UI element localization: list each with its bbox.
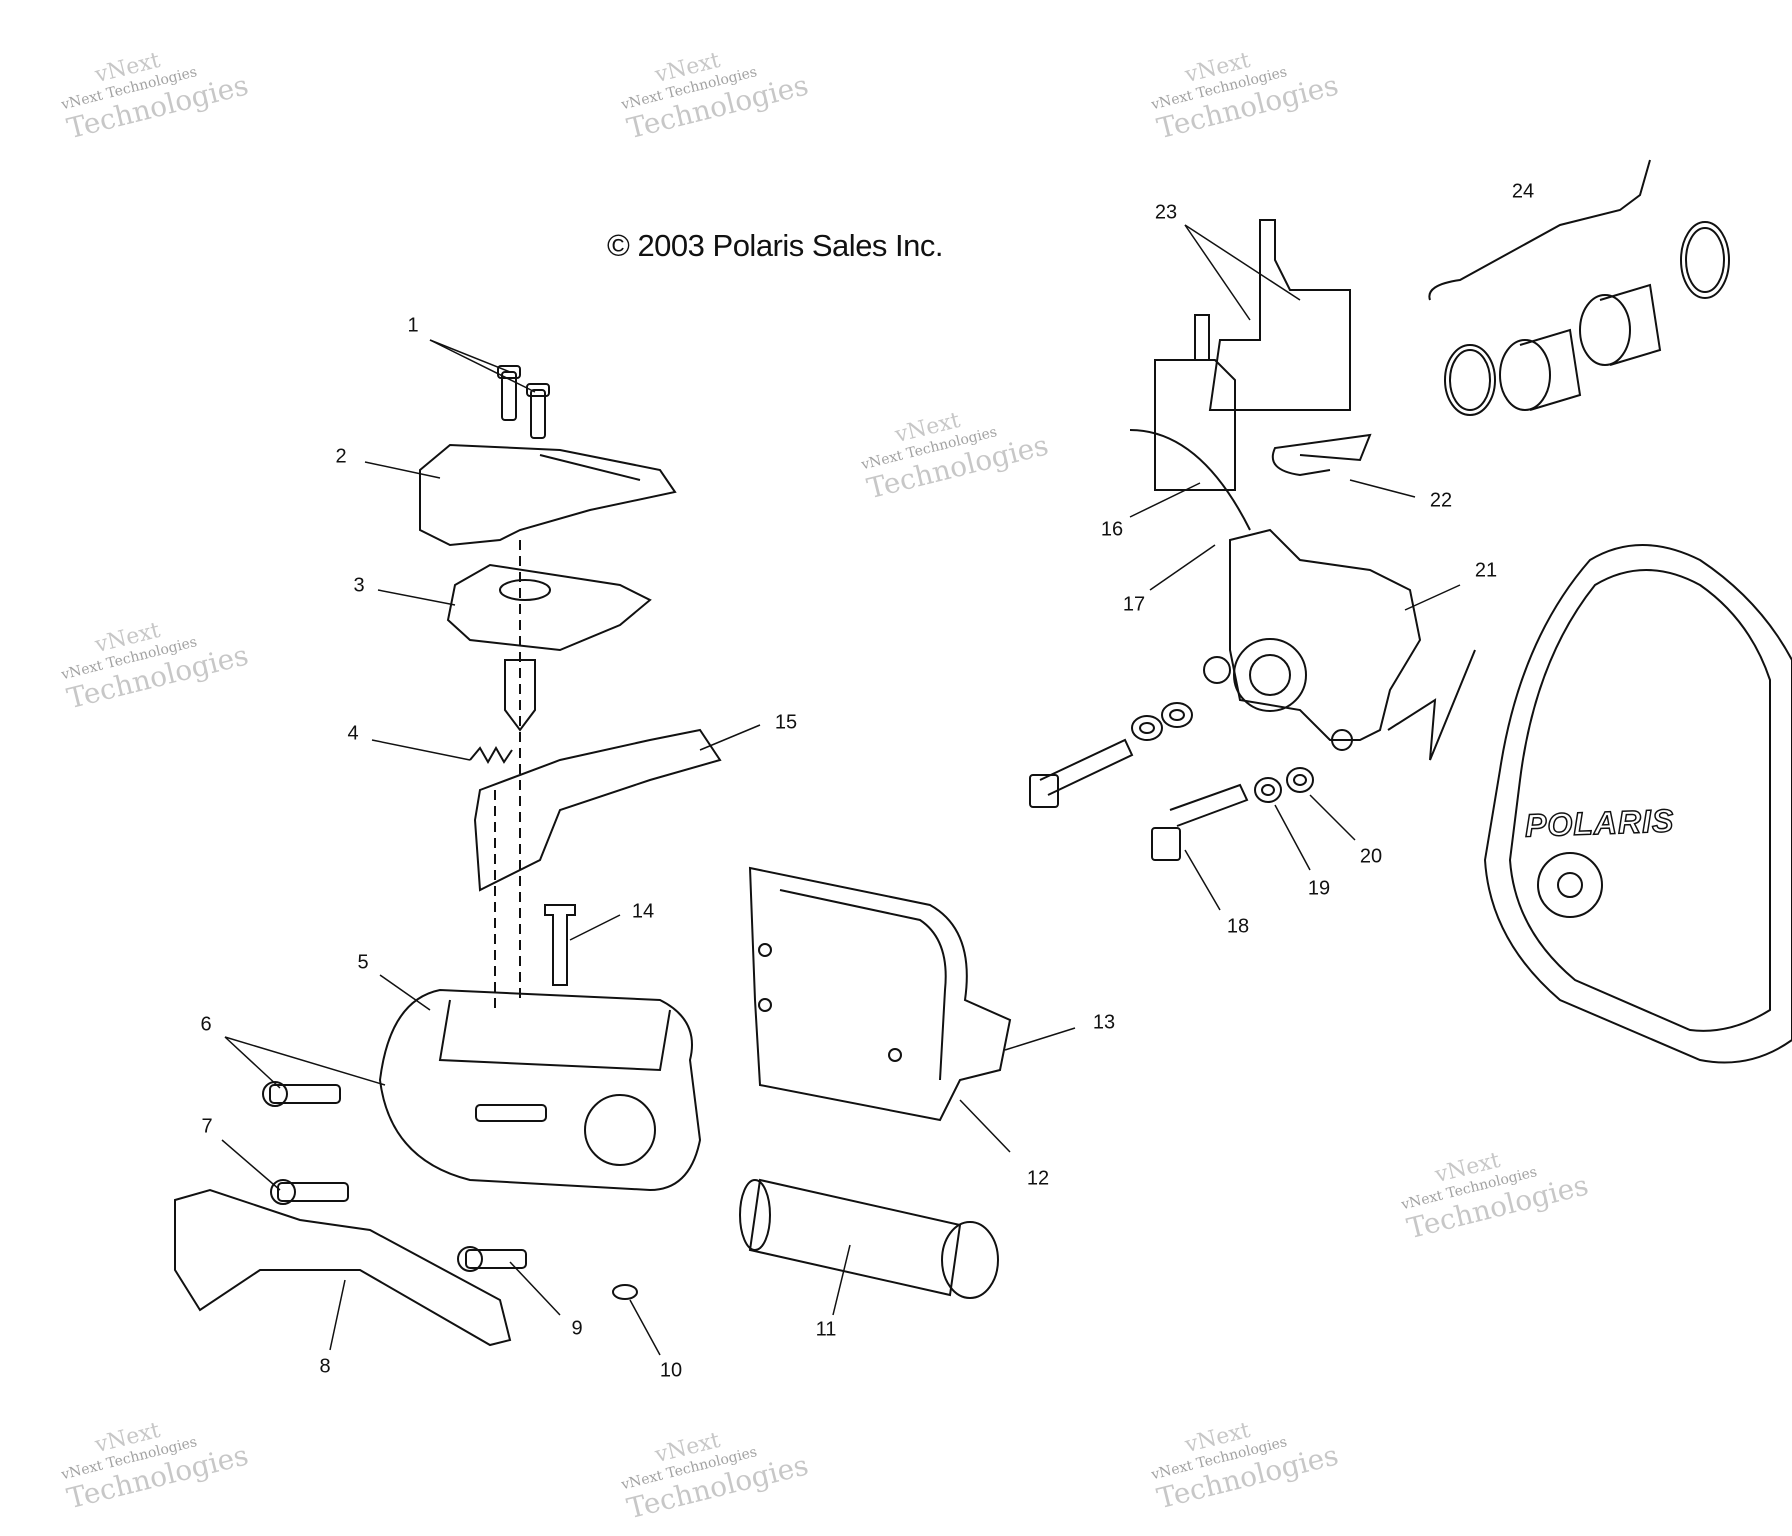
part-gasket-3	[446, 563, 652, 652]
leader-line-20	[1309, 794, 1356, 841]
part-pin-14	[544, 904, 576, 986]
axis-line	[494, 540, 521, 1010]
callout-6: 6	[200, 1013, 212, 1036]
callout-12: 12	[1026, 1167, 1050, 1190]
leader-line-17	[1149, 544, 1216, 591]
leader-line-23	[1184, 224, 1301, 301]
callout-24: 24	[1511, 180, 1535, 203]
leader-line-5	[379, 974, 431, 1011]
part-washers-19-20	[1131, 702, 1314, 803]
part-brake-pads-23	[1154, 219, 1351, 491]
part-spring-4	[469, 745, 513, 765]
callout-23: 23	[1154, 201, 1178, 224]
leader-line-7	[221, 1139, 281, 1191]
copyright-title: © 2003 Polaris Sales Inc.	[606, 228, 944, 263]
callout-9: 9	[571, 1317, 583, 1340]
leader-line-10	[629, 1299, 661, 1356]
callout-20: 20	[1359, 845, 1383, 868]
part-lever-15	[473, 728, 722, 892]
callout-14: 14	[631, 900, 655, 923]
callout-13: 13	[1092, 1011, 1116, 1034]
part-bolts-18	[1029, 738, 1249, 861]
connector-line	[1387, 649, 1476, 761]
callout-16: 16	[1100, 518, 1124, 541]
leader-line-6	[224, 1036, 386, 1086]
callout-22: 22	[1429, 489, 1453, 512]
callout-17: 17	[1122, 593, 1146, 616]
callout-1: 1	[407, 314, 419, 337]
leader-line-15	[699, 724, 761, 751]
callout-5: 5	[357, 951, 369, 974]
callout-8: 8	[319, 1355, 331, 1378]
leader-line-16	[1129, 482, 1201, 518]
part-brake-line-16	[1129, 429, 1251, 531]
leader-line-12	[959, 1099, 1011, 1153]
part-clip-10	[612, 1284, 638, 1300]
leader-line-18	[1184, 849, 1221, 911]
part-screws-6-7-9	[262, 1081, 547, 1272]
callout-19: 19	[1307, 877, 1331, 900]
leader-line-1	[429, 339, 536, 393]
callout-3: 3	[353, 574, 365, 597]
callout-7: 7	[201, 1115, 213, 1138]
callout-11: 11	[815, 1318, 837, 1341]
part-reservoir-12-13	[748, 866, 1012, 1122]
leader-line-4	[371, 739, 471, 761]
leader-line-21	[1404, 584, 1461, 611]
callout-10: 10	[659, 1359, 683, 1382]
callout-21: 21	[1474, 559, 1498, 582]
leader-line-14	[569, 914, 621, 941]
polaris-logo: POLARIS	[1524, 802, 1676, 845]
callout-18: 18	[1226, 915, 1250, 938]
part-cylinder-11	[739, 1178, 999, 1299]
part-pistons-24	[1428, 159, 1730, 416]
callout-2: 2	[335, 445, 347, 468]
leader-line-11	[832, 1244, 851, 1316]
leader-line-2	[364, 461, 441, 479]
callout-4: 4	[347, 722, 359, 745]
leader-line-6	[224, 1036, 281, 1089]
part-plunger	[504, 659, 536, 732]
leader-line-23	[1184, 224, 1251, 321]
leader-line-1	[429, 339, 511, 373]
leader-line-19	[1274, 804, 1311, 871]
leader-line-22	[1349, 479, 1416, 498]
part-brake-lever-8	[174, 1188, 512, 1347]
part-clip-22	[1271, 433, 1372, 477]
leader-line-9	[509, 1261, 561, 1316]
leader-line-3	[377, 589, 456, 606]
part-cover-2	[419, 443, 677, 547]
part-chaincase-cover	[1483, 544, 1792, 1064]
part-caliper-21	[1203, 528, 1422, 751]
part-housing-5	[378, 988, 702, 1192]
leader-line-8	[329, 1279, 346, 1351]
leader-line-13	[1004, 1027, 1076, 1051]
callout-15: 15	[774, 711, 798, 734]
